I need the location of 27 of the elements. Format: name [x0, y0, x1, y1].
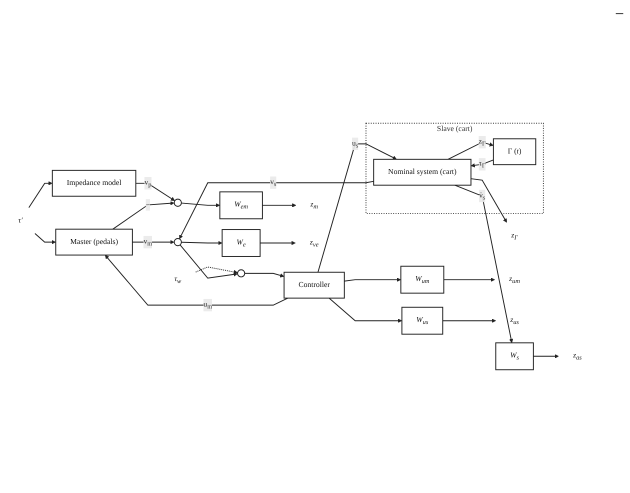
arrow [443, 278, 495, 282]
arrow [260, 240, 296, 246]
node-circle [237, 269, 246, 278]
arrow [135, 182, 175, 201]
arrow [454, 184, 514, 343]
arrow [180, 240, 222, 246]
arrow [34, 232, 56, 244]
arrow [179, 180, 374, 240]
node-circle [174, 198, 182, 207]
arrow [28, 181, 53, 208]
minus-sign: − [614, 6, 624, 24]
arrow [180, 244, 238, 279]
arrow [442, 318, 496, 323]
node-circle [174, 238, 182, 246]
arrow [112, 201, 174, 230]
arrow [132, 240, 174, 244]
arrow [448, 142, 494, 160]
arrow [180, 202, 220, 208]
arrow [195, 266, 238, 274]
arrow [104, 254, 288, 306]
arrow [532, 354, 559, 358]
arrow [262, 203, 296, 208]
arrow [470, 178, 507, 223]
arrow [344, 278, 402, 282]
arrow [244, 272, 284, 278]
arrow [328, 298, 402, 323]
arrow [317, 143, 397, 273]
